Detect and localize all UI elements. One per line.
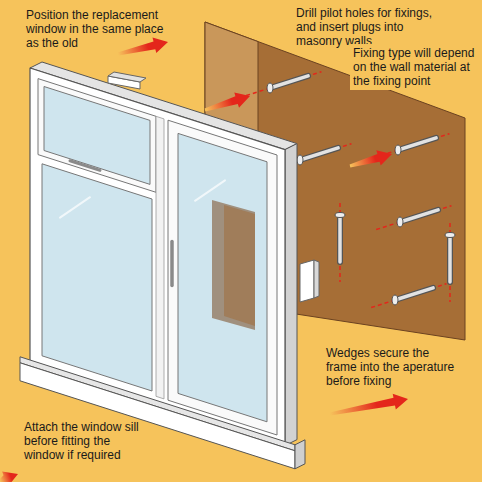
callout-note: Position the replacement window in the s… (26, 8, 176, 50)
callout-slot: Drill pilot holes for fixings, and inser… (296, 6, 446, 48)
drill-line (376, 206, 451, 230)
wedge (300, 260, 314, 302)
fixing-shaft (300, 148, 338, 160)
fixed-glass (42, 164, 152, 391)
fixing-head (392, 295, 398, 305)
window-sill (20, 363, 295, 469)
fixing-head (445, 233, 455, 238)
callout-slot: Fixing type will depend on the wall mate… (350, 44, 478, 90)
fixing-head (297, 155, 303, 165)
casement-glass (178, 133, 267, 421)
fixing-shaft-highlight (395, 288, 433, 300)
fixing-shaft-highlight (338, 215, 342, 262)
callout-slot: Position the replacement window in the s… (26, 8, 176, 50)
fixing-shaft (337, 215, 343, 262)
aperture (212, 200, 255, 330)
fixing-shaft (270, 76, 308, 88)
glass-sheen (195, 180, 225, 200)
frame-side-face (285, 144, 297, 446)
fixing-shaft (447, 235, 453, 282)
drill-line (371, 284, 446, 308)
movement-arrow (205, 93, 250, 112)
fixing-head (395, 145, 401, 155)
glass-sheen (60, 197, 90, 217)
fixing-shaft-highlight (448, 235, 452, 282)
fixing-shaft-highlight (400, 210, 438, 222)
fixing-shaft (400, 210, 438, 222)
vent-handle (70, 161, 100, 171)
callout-slot: Wedges secure the frame into the aperatu… (326, 346, 456, 388)
casement-sash (168, 120, 277, 435)
drill-line (246, 72, 321, 96)
callout-note: Attach the window sill before fitting th… (24, 420, 144, 462)
sill-end (295, 440, 305, 469)
callout-note: Fixing type will depend on the wall mate… (350, 44, 478, 90)
fixing-head (267, 83, 273, 93)
movement-arrow (0, 472, 18, 482)
aperture-side (224, 205, 255, 326)
fixing-shaft-highlight (270, 76, 308, 88)
fixing-head (335, 213, 345, 218)
movement-arrow (118, 38, 168, 56)
fixing-shaft-highlight (300, 148, 338, 160)
callout-note: Drill pilot holes for fixings, and inser… (296, 6, 446, 48)
movement-arrow (330, 394, 408, 416)
packer-block-top (108, 72, 146, 82)
fixing-shaft (395, 288, 433, 300)
fixing-head (397, 217, 403, 227)
wedge-side (314, 260, 319, 298)
callout-slot: Attach the window sill before fitting th… (24, 420, 144, 462)
casement-handle (170, 241, 174, 285)
movement-arrow (350, 150, 392, 167)
mullion (156, 116, 164, 399)
fixing-shaft-highlight (398, 138, 436, 150)
callout-note: Wedges secure the frame into the aperatu… (326, 346, 456, 388)
fixing-shaft (398, 138, 436, 150)
